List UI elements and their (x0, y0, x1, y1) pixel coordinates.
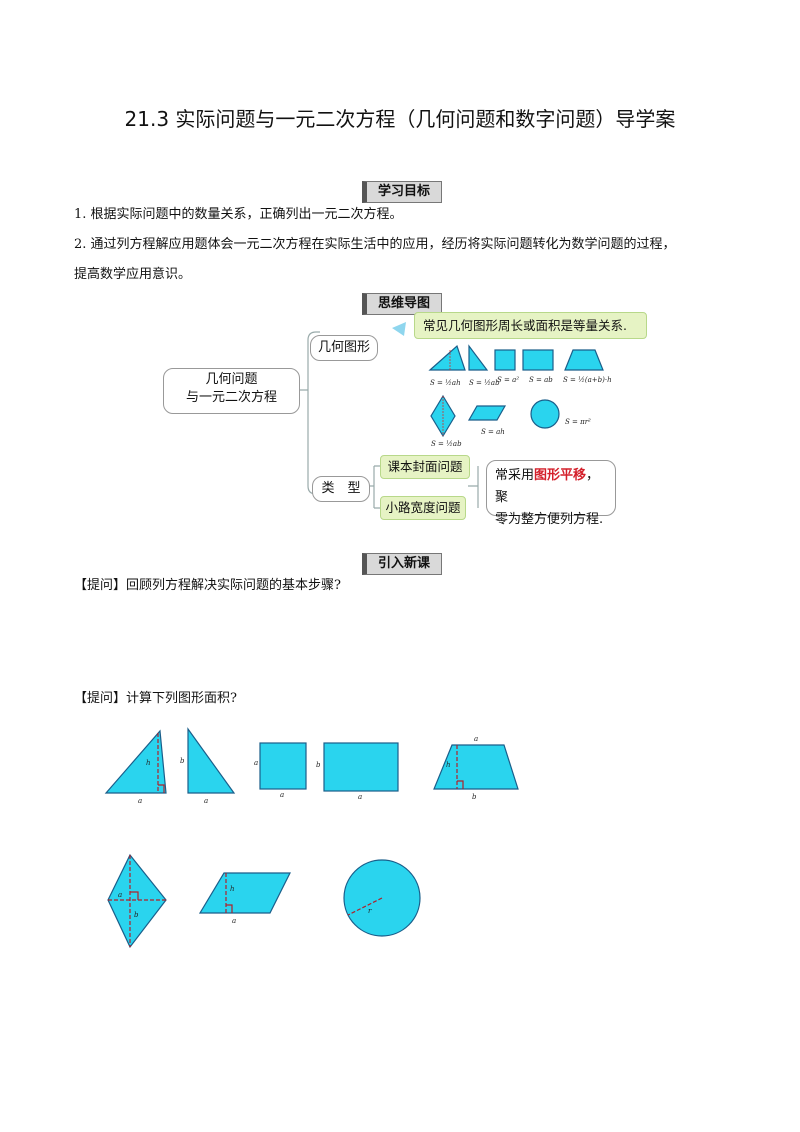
fig-rect-a-label: a (358, 793, 362, 801)
thumb-circle: S = πr² (530, 399, 591, 429)
section-heading-goals: 学习目标 (362, 181, 442, 203)
area-figures: h a b a a a b a a h b a b h (104, 727, 519, 949)
page-title: 21.3 实际问题与一元二次方程（几何问题和数字问题）导学案 (124, 107, 676, 131)
question-1: 【提问】回顾列方程解决实际问题的基本步骤? (74, 578, 341, 593)
mindmap-branch-types: 类 型 (312, 476, 370, 502)
thumb-triangle-formula: S = ½ah (430, 379, 461, 387)
fig-trap-a-label: a (474, 735, 478, 743)
thumb-rectangle: S = ab (522, 349, 554, 384)
fig-trap-h-label: h (446, 761, 451, 769)
fig-tri-a-label: a (138, 797, 142, 805)
thumb-rect-formula: S = ab (529, 376, 553, 384)
goal-2-cont: 提高数学应用意识。 (74, 267, 192, 282)
goal-2: 2. 通过列方程解应用题体会一元二次方程在实际生活中的应用，经历将实际问题转化为… (74, 237, 676, 252)
type-cover-problem: 课本封面问题 (380, 455, 470, 479)
thumb-trap-formula: S = ½(a+b)·h (563, 376, 612, 384)
figure-square: a a (254, 742, 307, 799)
mindmap-connectors (298, 322, 479, 509)
figure-triangle: h a (104, 729, 167, 805)
figure-right-triangle: b a (180, 727, 236, 805)
fig-rtri-a-label: a (204, 797, 208, 805)
fig-rect-b-label: b (316, 761, 321, 769)
thumb-square-formula: S = a² (497, 376, 519, 384)
question-2: 【提问】计算下列图形面积? (74, 691, 237, 706)
goal-1: 1. 根据实际问题中的数量关系，正确列出一元二次方程。 (74, 207, 403, 222)
thumb-circle-formula: S = πr² (565, 418, 591, 426)
fig-rhombus-a-label: a (118, 891, 122, 899)
thumb-square: S = a² (494, 349, 519, 384)
fig-rhombus-b-label: b (134, 911, 139, 919)
fig-trap-b-label: b (472, 793, 477, 801)
thumb-rhombus-formula: S = ½ab (431, 440, 462, 448)
mindmap-shape-thumbnails: S = ½ah S = ½ab S = a² S = ab S = ½(a+b)… (428, 344, 612, 448)
thumb-rtri-formula: S = ½ab (469, 379, 500, 387)
note-prefix: 常采用 (495, 468, 535, 483)
fig-square-a-bottom: a (280, 791, 284, 799)
mindmap-root: 几何问题 与一元二次方程 (163, 368, 300, 414)
fig-para-a-label: a (232, 917, 236, 925)
figure-rectangle: b a (316, 742, 399, 801)
mindmap-branch-geometry: 几何图形 (310, 335, 378, 361)
figure-rhombus: a b (107, 853, 167, 949)
figure-parallelogram: h a (198, 872, 291, 925)
fig-square-a-left: a (254, 759, 258, 767)
section-heading-mindmap: 思维导图 (362, 293, 442, 315)
fig-tri-h-label: h (146, 759, 151, 767)
mindmap-root-line2: 与一元二次方程 (185, 390, 277, 405)
thumb-para-formula: S = ah (481, 428, 505, 436)
note-line2: 零为整方便列方程. (495, 512, 604, 527)
geometry-note: 常见几何图形周长或面积是等量关系. (414, 312, 647, 339)
fig-rtri-b-label: b (180, 757, 185, 765)
fig-circle-r-label: r (368, 907, 372, 915)
type-path-width-problem: 小路宽度问题 (380, 496, 466, 520)
thumb-trapezoid: S = ½(a+b)·h (563, 349, 612, 384)
translation-note: 常采用图形平移，聚 零为整方便列方程. (486, 460, 616, 527)
thumb-right-triangle: S = ½ab (468, 344, 500, 387)
note-red-text: 图形平移 (534, 468, 587, 483)
figure-trapezoid: a h b (433, 735, 519, 801)
section-heading-intro: 引入新课 (362, 553, 442, 575)
thumb-parallelogram: S = ah (467, 405, 507, 436)
thumb-triangle: S = ½ah (428, 344, 466, 387)
figure-circle: r (343, 859, 421, 937)
thumb-rhombus: S = ½ab (430, 394, 462, 448)
mindmap-root-line1: 几何问题 (205, 372, 258, 387)
note-suffix: ，聚 (495, 468, 600, 505)
fig-para-h-label: h (230, 885, 235, 893)
